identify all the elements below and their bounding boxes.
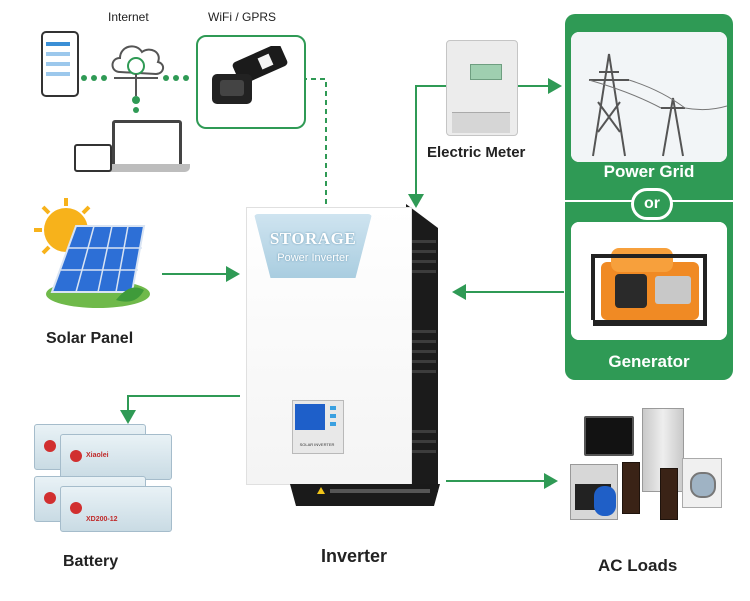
- vacuum-icon: [594, 486, 616, 516]
- speaker-icon: [660, 468, 678, 520]
- inverter-vent: [412, 340, 436, 343]
- generator-card: [571, 222, 727, 340]
- arrow-meter-to-inverter: [408, 85, 446, 208]
- meter-display: [470, 64, 502, 80]
- inverter-label: Inverter: [321, 546, 388, 566]
- inverter-badge-subtitle: Power Inverter: [277, 252, 349, 264]
- battery-logo-icon: [44, 492, 56, 504]
- inverter-vent: [412, 370, 436, 373]
- generator-label: Generator: [608, 352, 690, 371]
- wifi-gprs-label: WiFi / GPRS: [208, 10, 276, 24]
- warning-icon: [317, 487, 325, 494]
- inverter-base-strip: [330, 489, 430, 493]
- electric-meter-label: Electric Meter: [427, 144, 526, 161]
- cloud-network-icon: [111, 45, 164, 104]
- battery-brand: Xiaolei: [86, 452, 109, 459]
- phone-screen-bar: [46, 42, 70, 46]
- inverter-vent: [412, 350, 436, 353]
- wifi-dongle-icon: [212, 46, 288, 104]
- or-badge: or: [631, 188, 673, 220]
- battery-logo-icon: [70, 502, 82, 514]
- generator-icon: [571, 222, 727, 340]
- inverter-badge: [254, 214, 372, 278]
- tablet-icon: [74, 144, 112, 172]
- inverter-vent: [412, 360, 436, 363]
- inverter-vent: [412, 260, 436, 263]
- dotted-link-phone-cloud: [81, 75, 107, 81]
- inverter-vent: [412, 430, 436, 433]
- inverter-button: [330, 422, 336, 426]
- inverter-vent: [412, 440, 436, 443]
- inverter-vent: [412, 250, 436, 253]
- ac-loads-label: AC Loads: [598, 556, 678, 575]
- inverter-button: [330, 406, 336, 410]
- inverter-badge-title: STORAGE: [269, 229, 357, 248]
- inverter-lcd-screen: [295, 404, 325, 430]
- inverter-vent: [412, 450, 436, 453]
- phone-screen-bar: [46, 52, 70, 56]
- phone-screen-bar: [46, 62, 70, 66]
- inverter-vent: [412, 240, 436, 243]
- power-tower-icon: [571, 32, 727, 162]
- television-icon: [584, 416, 634, 456]
- inverter-base: [290, 484, 440, 506]
- inverter-display-caption: SOLAR INVERTER: [299, 442, 335, 447]
- arrow-inverter-to-battery: [120, 395, 240, 424]
- laptop-base: [104, 164, 190, 172]
- power-grid-card: [571, 32, 727, 162]
- battery-logo-icon: [70, 450, 82, 462]
- speaker-icon: [622, 462, 640, 514]
- battery-logo-icon: [44, 440, 56, 452]
- laptop-icon: [112, 120, 182, 168]
- dotted-link-cloud-wifi: [163, 75, 189, 81]
- grid-generator-panel: Power Grid or Generator: [565, 14, 733, 380]
- battery-model: XD200-12: [86, 516, 118, 523]
- phone-screen-bar: [46, 72, 70, 76]
- meter-terminals: [452, 112, 510, 133]
- inverter-button: [330, 414, 336, 418]
- solar-panel-label: Solar Panel: [46, 330, 134, 347]
- power-grid-label: Power Grid: [603, 162, 695, 181]
- inverter-side-panel: [406, 204, 438, 504]
- battery-label: Battery: [63, 553, 119, 570]
- solar-panel-icon: [34, 198, 150, 308]
- inverter-vent: [412, 270, 436, 273]
- internet-label: Internet: [108, 10, 149, 24]
- inverter-vent: [412, 330, 436, 333]
- washer-door: [690, 472, 716, 498]
